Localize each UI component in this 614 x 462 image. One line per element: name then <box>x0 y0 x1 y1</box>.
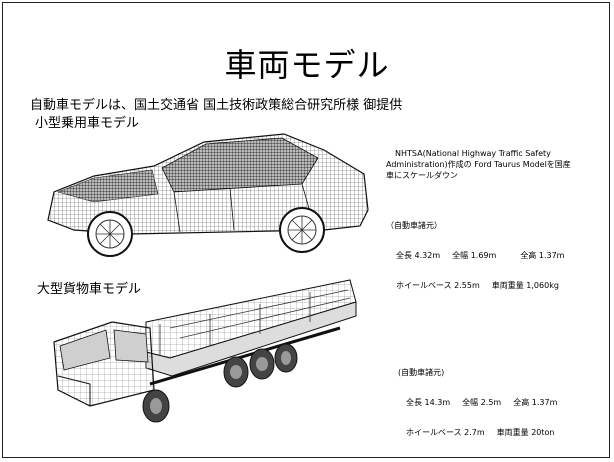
truck-spec-length: 全長 14.3m <box>406 398 451 407</box>
slide-frame <box>2 2 610 458</box>
truck-front-wheel-icon <box>142 389 170 423</box>
truck-rear-wheel-icon <box>249 348 275 380</box>
car-spec-height: 全高 1.37m <box>520 251 565 260</box>
car-spec-width: 全幅 1.69m <box>452 251 497 260</box>
truck-model-image <box>53 279 357 423</box>
car-spec-row: ホイールベース 2.55m 車両重量 1,060kg <box>396 281 564 291</box>
truck-spec-width: 全幅 2.5m <box>462 398 502 407</box>
slide-title: 車両モデル <box>224 46 390 84</box>
truck-spec-header: (自動車諸元) <box>398 368 445 377</box>
car-front-wheel-icon <box>87 211 133 257</box>
car-note-line: 車にスケールダウン <box>386 171 458 180</box>
car-rear-wheel-icon <box>279 207 325 253</box>
car-note-line: NHTSA(National Highway Traffic Safety <box>395 149 551 158</box>
truck-rear-wheel-icon <box>274 343 298 373</box>
slide-subtitle: 自動車モデルは、国土交通省 国土技術政策総合研究所様 御提供 <box>30 98 403 113</box>
truck-spec-row: 全長 14.3m 全幅 2.5m 全高 1.37m <box>406 398 557 408</box>
car-note-line: Administration)作成の Ford Taurus Modelを国産 <box>386 160 571 169</box>
truck-spec-wheelbase: ホイールベース 2.7m <box>406 428 485 437</box>
car-spec-block: （自動車諸元） 全長 4.32m 全幅 1.69m 全高 1.37m ホイールベース… <box>386 201 564 301</box>
car-spec-header: （自動車諸元） <box>386 221 442 230</box>
truck-spec-height: 全高 1.37m <box>513 398 558 407</box>
car-note: NHTSA(National Highway Traffic Safety Ad… <box>386 148 571 181</box>
truck-spec-row: ホイールベース 2.7m 車両重量 20ton <box>406 428 557 438</box>
car-spec-row: 全長 4.32m 全幅 1.69m 全高 1.37m <box>396 251 564 261</box>
truck-spec-block: (自動車諸元) 全長 14.3m 全幅 2.5m 全高 1.37m ホイールベース … <box>398 348 557 448</box>
car-spec-weight: 車両重量 1,060kg <box>491 281 559 290</box>
car-model-image <box>47 133 369 257</box>
truck-model-heading: 大型貨物車モデル <box>37 282 142 297</box>
truck-rear-wheel-icon <box>223 356 249 388</box>
car-spec-length: 全長 4.32m <box>396 251 441 260</box>
car-model-heading: 小型乗用車モデル <box>35 116 140 131</box>
car-spec-wheelbase: ホイールベース 2.55m <box>396 281 480 290</box>
truck-spec-weight: 車両重量 20ton <box>496 428 555 437</box>
